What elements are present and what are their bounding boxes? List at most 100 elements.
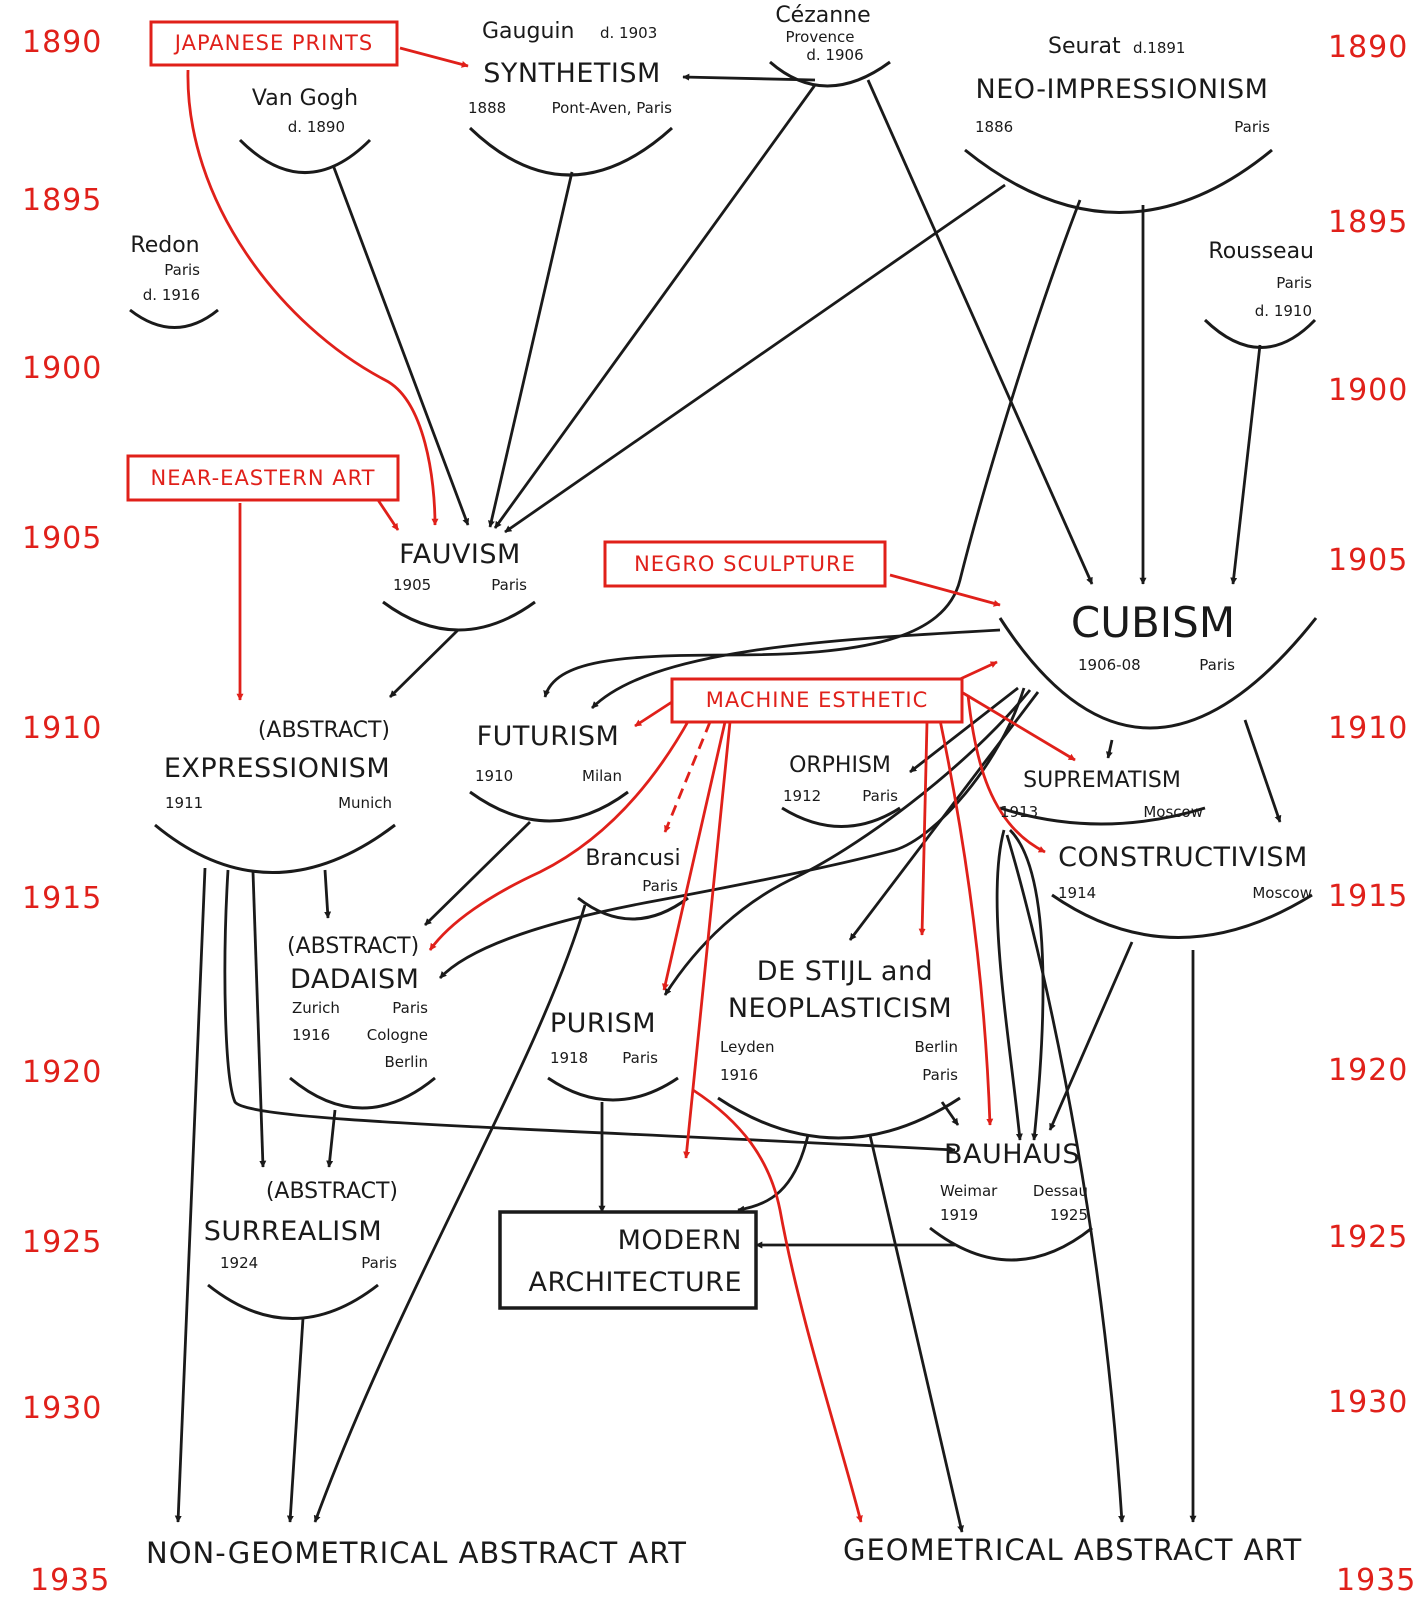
year-label: 1925 — [1328, 1220, 1408, 1255]
cezanne-name: Cézanne — [775, 3, 870, 28]
dadaism-node: (ABSTRACT) DADAISM Zurich Paris 1916 Col… — [287, 934, 428, 1071]
constructivism-year: 1914 — [1058, 884, 1096, 902]
constructivism-title: CONSTRUCTIVISM — [1058, 842, 1308, 873]
orphism-year: 1912 — [783, 787, 821, 805]
near-eastern-art-label: NEAR-EASTERN ART — [151, 466, 376, 490]
surrealism-node: (ABSTRACT) SURREALISM 1924 Paris — [204, 1179, 398, 1272]
year-label: 1920 — [22, 1055, 102, 1090]
de-stijl-node: DE STIJL and NEOPLASTICISM Leyden 1916 B… — [720, 956, 958, 1084]
year-label: 1895 — [22, 183, 102, 218]
synthetism-title: SYNTHETISM — [483, 58, 661, 89]
brancusi-arc — [577, 896, 689, 921]
constructivism-place: Moscow — [1252, 884, 1312, 902]
de-stijl-title-line1: DE STIJL and — [757, 956, 933, 987]
van-gogh-name: Van Gogh — [252, 86, 358, 111]
bauhaus-title: BAUHAUS — [944, 1139, 1080, 1170]
surrealism-prefix: (ABSTRACT) — [266, 1179, 398, 1204]
synthetism-artist: Gauguin — [482, 19, 574, 44]
synthetism-death: d. 1903 — [600, 24, 657, 42]
surrealism-place: Paris — [361, 1254, 397, 1272]
fauvism-arc — [382, 600, 536, 632]
futurism-place: Milan — [582, 767, 622, 785]
cubism-year: 1906-08 — [1078, 656, 1141, 674]
de-stijl-place3: Paris — [922, 1066, 958, 1084]
expressionism-prefix: (ABSTRACT) — [258, 718, 390, 743]
redon-death: d. 1916 — [143, 286, 200, 304]
de-stijl-place2: Berlin — [914, 1038, 958, 1056]
cubism-arc — [998, 617, 1318, 730]
bauhaus-year1: 1919 — [940, 1206, 978, 1224]
year-label: 1920 — [1328, 1053, 1408, 1088]
geometrical-abstract-art-label: GEOMETRICAL ABSTRACT ART — [843, 1533, 1302, 1567]
year-label: 1915 — [22, 881, 102, 916]
bauhaus-year2: 1925 — [1050, 1206, 1088, 1224]
year-label: 1895 — [1328, 205, 1408, 240]
year-label: 1905 — [1328, 543, 1408, 578]
year-label: 1925 — [22, 1225, 102, 1260]
rousseau-node: Rousseau Paris d. 1910 — [1208, 239, 1314, 320]
constructivism-node: CONSTRUCTIVISM 1914 Moscow — [1058, 842, 1312, 902]
van-gogh-node: Van Gogh d. 1890 — [252, 86, 358, 136]
brancusi-node: Brancusi Paris — [585, 846, 680, 895]
orphism-place: Paris — [862, 787, 898, 805]
neo-impressionism-arc — [964, 148, 1273, 214]
neo-impressionism-year: 1886 — [975, 118, 1013, 136]
dadaism-place: Cologne — [367, 1026, 428, 1044]
expressionism-place: Munich — [338, 794, 392, 812]
year-label: 1935 — [1336, 1563, 1416, 1598]
orphism-arc — [781, 806, 901, 828]
modern-architecture-line2: ARCHITECTURE — [529, 1267, 742, 1298]
neo-impressionism-place: Paris — [1234, 118, 1270, 136]
synthetism-arc — [468, 126, 674, 177]
fauvism-year: 1905 — [393, 576, 431, 594]
purism-year: 1918 — [550, 1049, 588, 1067]
non-geometrical-abstract-art-label: NON-GEOMETRICAL ABSTRACT ART — [146, 1536, 687, 1570]
constructivism-arc — [1051, 893, 1313, 939]
cezanne-place: Provence — [786, 28, 855, 46]
purism-place: Paris — [622, 1049, 658, 1067]
cezanne-death: d. 1906 — [806, 46, 863, 64]
fauvism-place: Paris — [491, 576, 527, 594]
influence-arrows-black — [174, 73, 1282, 1533]
modern-architecture-box — [498, 1210, 758, 1310]
brancusi-place: Paris — [642, 877, 678, 895]
year-label: 1915 — [1328, 879, 1408, 914]
cezanne-arc — [769, 60, 891, 88]
dadaism-year: 1916 — [292, 1026, 330, 1044]
redon-arc — [129, 308, 219, 329]
year-timeline-right: 1890 1895 1900 1905 1910 1915 1920 1925 … — [1328, 30, 1416, 1598]
year-label: 1930 — [1328, 1385, 1408, 1420]
orphism-node: ORPHISM 1912 Paris — [783, 753, 898, 805]
influence-arrows-red — [186, 46, 1076, 1523]
purism-title: PURISM — [550, 1008, 656, 1039]
movement-arcs — [129, 60, 1318, 1320]
orphism-title: ORPHISM — [789, 753, 891, 778]
modern-architecture-line1: MODERN — [618, 1225, 742, 1256]
dadaism-place: Zurich — [292, 999, 340, 1017]
japanese-prints-label: JAPANESE PRINTS — [173, 31, 373, 55]
redon-node: Redon Paris d. 1916 — [130, 233, 200, 304]
neo-impressionism-death: d.1891 — [1133, 39, 1185, 57]
fauvism-node: FAUVISM 1905 Paris — [393, 539, 527, 594]
expressionism-node: (ABSTRACT) EXPRESSIONISM 1911 Munich — [164, 718, 392, 812]
suprematism-place: Moscow — [1143, 803, 1203, 821]
neo-impressionism-title: NEO-IMPRESSIONISM — [976, 74, 1269, 105]
futurism-title: FUTURISM — [477, 721, 620, 752]
de-stijl-arc — [717, 1096, 961, 1140]
van-gogh-arc — [238, 138, 372, 174]
bauhaus-place1: Weimar — [940, 1182, 998, 1200]
year-label: 1930 — [22, 1391, 102, 1426]
year-label: 1935 — [30, 1563, 110, 1598]
cubism-node: CUBISM 1906-08 Paris — [1071, 598, 1235, 674]
cubism-place: Paris — [1199, 656, 1235, 674]
synthetism-node: Gauguin d. 1903 SYNTHETISM 1888 Pont-Ave… — [468, 19, 672, 117]
cezanne-node: Cézanne Provence d. 1906 — [775, 3, 870, 64]
year-label: 1905 — [22, 521, 102, 556]
surrealism-year: 1924 — [220, 1254, 258, 1272]
year-label: 1910 — [22, 711, 102, 746]
van-gogh-death: d. 1890 — [288, 118, 345, 136]
synthetism-place: Pont-Aven, Paris — [552, 99, 673, 117]
dadaism-place: Berlin — [384, 1053, 428, 1071]
expressionism-title: EXPRESSIONISM — [164, 753, 390, 784]
